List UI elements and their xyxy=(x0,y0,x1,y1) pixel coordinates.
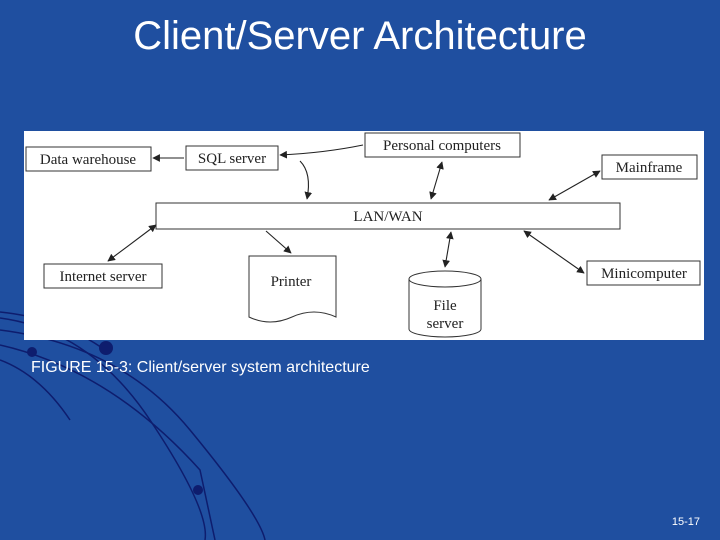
page-number: 15-17 xyxy=(671,516,700,528)
mainframe-node: Mainframe xyxy=(601,154,698,180)
printer-label: Printer xyxy=(271,274,312,290)
file-server-label-2: server xyxy=(427,316,464,332)
edge-internet-lan xyxy=(107,224,157,262)
file-server-node: File server xyxy=(408,270,482,338)
edge-mini-lan xyxy=(523,230,585,274)
figure-caption: FIGURE 15-3: Client/server system archit… xyxy=(31,359,370,376)
sql-server-node: SQL server xyxy=(185,145,279,171)
minicomputer-label: Minicomputer xyxy=(601,266,687,282)
minicomputer-node: Minicomputer xyxy=(586,260,701,286)
edge-pc-lan xyxy=(429,161,444,200)
architecture-diagram: LAN/WAN Data warehouse SQL server Person… xyxy=(24,131,704,340)
personal-computers-label: Personal computers xyxy=(383,138,501,154)
data-warehouse-label: Data warehouse xyxy=(40,152,137,168)
internet-server-label: Internet server xyxy=(59,269,146,285)
internet-server-node: Internet server xyxy=(43,263,163,289)
personal-computers-node: Personal computers xyxy=(364,132,521,158)
mainframe-label: Mainframe xyxy=(616,160,683,176)
edge-mainframe-lan xyxy=(548,170,601,201)
edge-file-lan xyxy=(442,231,454,268)
edge-pc-to-sql xyxy=(279,144,364,159)
file-server-label-1: File xyxy=(433,298,457,314)
lan-wan-node: LAN/WAN xyxy=(155,202,621,230)
sql-server-label: SQL server xyxy=(198,151,266,167)
lan-wan-label: LAN/WAN xyxy=(353,209,422,225)
data-warehouse-node: Data warehouse xyxy=(25,146,152,172)
slide-title: Client/Server Architecture xyxy=(133,14,587,58)
edge-sql-to-lan xyxy=(299,160,313,200)
edge-lan-to-printer xyxy=(265,230,292,254)
printer-node: Printer xyxy=(248,255,337,323)
